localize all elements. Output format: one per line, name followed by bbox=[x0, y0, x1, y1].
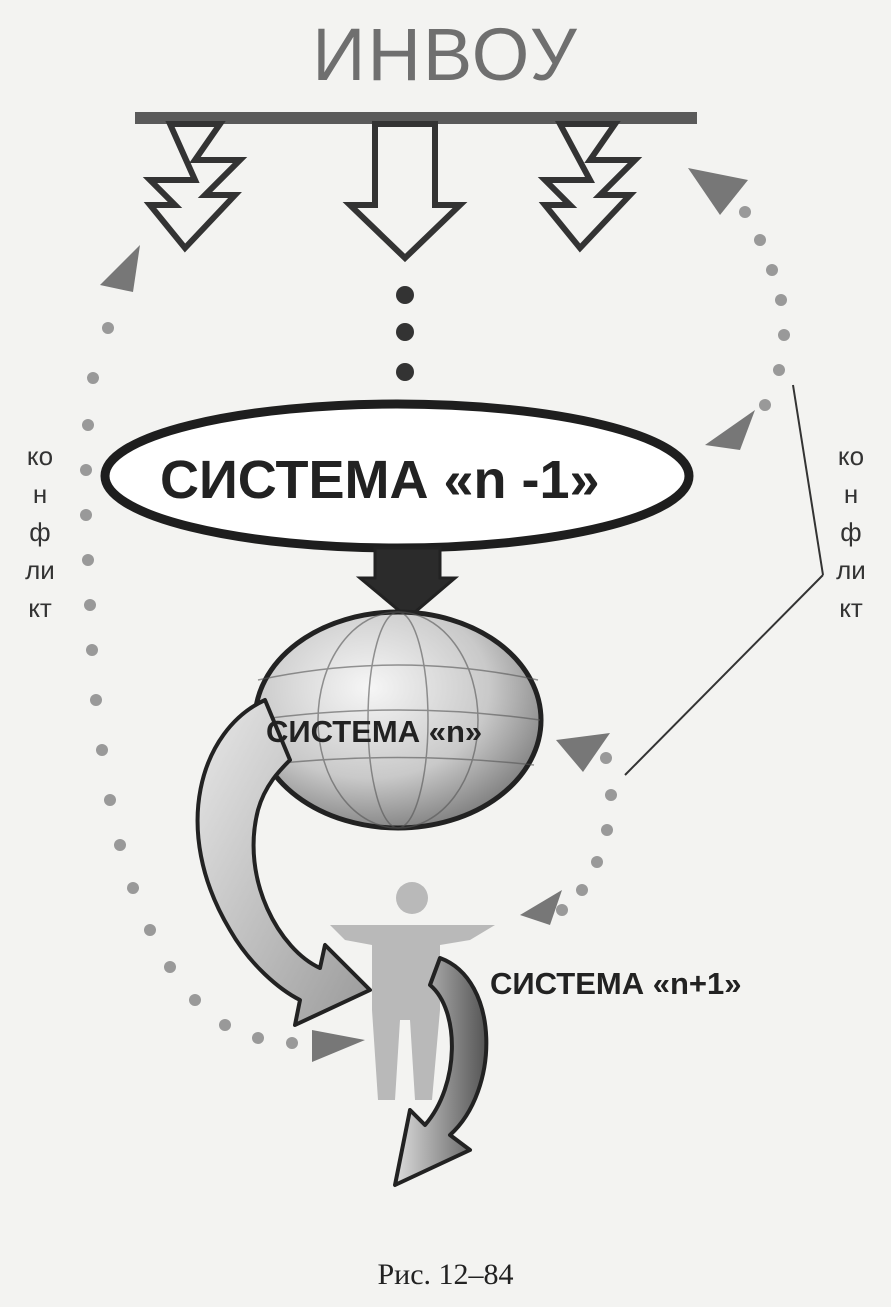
left-dotted-loop bbox=[80, 322, 298, 1049]
lightning-arrow-right bbox=[537, 121, 643, 253]
system-n-label: СИСТЕМА «n» bbox=[266, 714, 483, 749]
figure-caption: Рис. 12–84 bbox=[377, 1258, 514, 1291]
person-figure bbox=[330, 882, 495, 1100]
system-n-plus-1-label: СИСТЕМА «n+1» bbox=[490, 966, 742, 1001]
left-loop-arrowhead-bottom bbox=[312, 1030, 365, 1062]
right-loop-arrowhead-mid bbox=[705, 410, 755, 450]
curved-arrow-right bbox=[393, 956, 489, 1187]
right-loop-arrowhead-top bbox=[688, 168, 748, 215]
conflict-label-left: конфликт bbox=[25, 441, 55, 623]
right-conflict-lines bbox=[624, 384, 824, 776]
globe-loop-arrowhead-bottom bbox=[520, 890, 562, 925]
left-loop-arrowhead-top bbox=[100, 245, 140, 292]
lightning-arrow-left bbox=[142, 121, 248, 253]
diagram-title: ИНВОУ bbox=[312, 13, 579, 96]
right-dotted-loop bbox=[739, 206, 790, 411]
down-arrow-to-globe bbox=[355, 546, 460, 620]
curved-arrow-left bbox=[195, 698, 372, 1027]
globe-loop-arrowhead-top bbox=[556, 733, 610, 772]
center-dots bbox=[396, 286, 414, 381]
globe-dotted-loop bbox=[556, 752, 617, 916]
globe-grid bbox=[255, 611, 541, 829]
conflict-label-right: конфликт bbox=[836, 441, 866, 623]
system-n-minus-1-label: СИСТЕМА «n -1» bbox=[160, 450, 600, 510]
center-down-arrow bbox=[342, 121, 468, 263]
